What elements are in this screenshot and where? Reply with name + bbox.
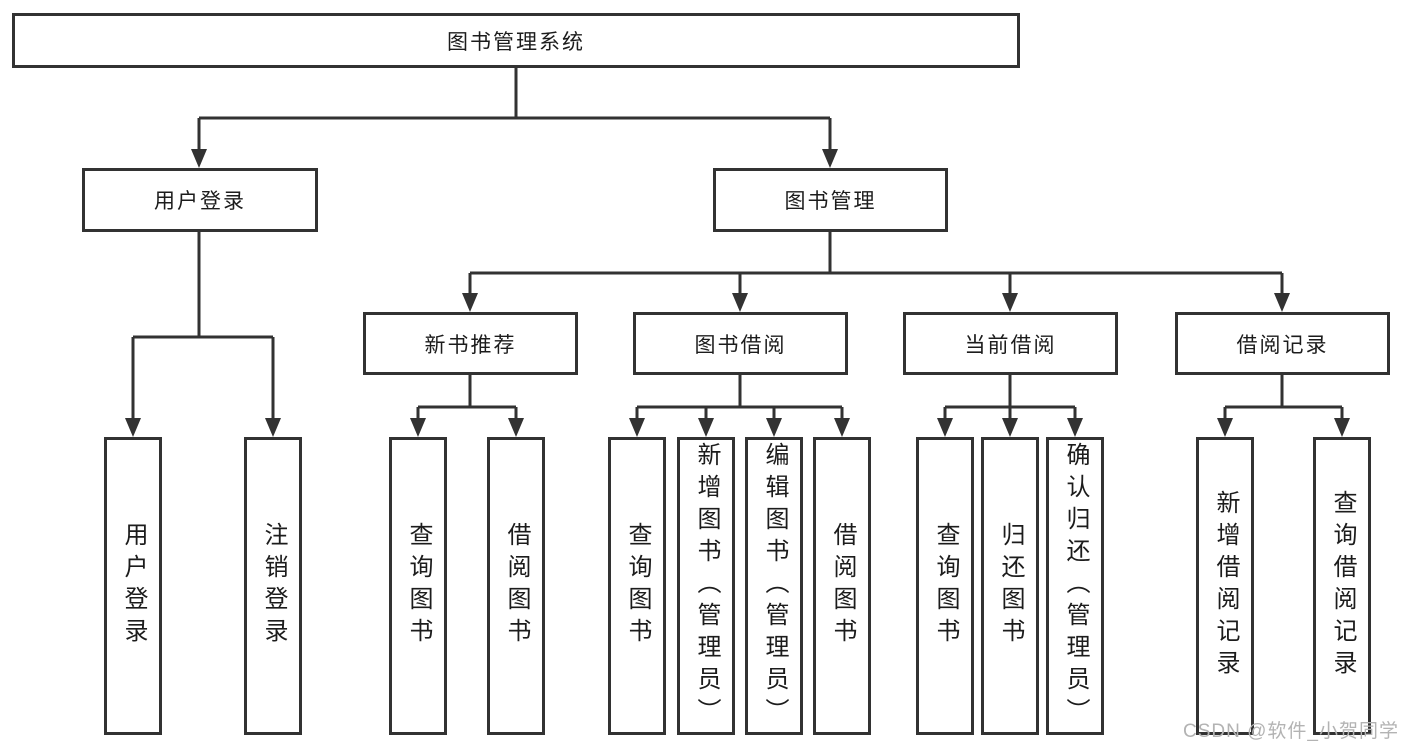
leaf-query-books-borrow: 查询图书 <box>608 437 666 735</box>
node-borrowing-records: 借阅记录 <box>1175 312 1390 375</box>
node-label: 图书管理 <box>784 190 877 213</box>
node-label: 用户登录 <box>154 190 246 213</box>
node-library-management-system: 图书管理系统 <box>12 13 1020 68</box>
node-label: 当前借阅 <box>964 333 1057 357</box>
leaf-confirm-return-admin: 确认归还（管理员） <box>1046 437 1104 735</box>
leaf-user-login: 用户登录 <box>104 437 162 735</box>
node-label: 借阅记录 <box>1236 333 1329 357</box>
node-label: 图书借阅 <box>694 333 787 357</box>
leaf-borrow-books-recommend: 借阅图书 <box>487 437 545 735</box>
leaf-add-borrow-record: 新增借阅记录 <box>1196 437 1254 735</box>
node-new-book-recommendation: 新书推荐 <box>363 312 578 375</box>
node-current-borrowing: 当前借阅 <box>903 312 1118 375</box>
leaf-query-books-current: 查询图书 <box>916 437 974 735</box>
leaf-add-books-admin: 新增图书（管理员） <box>677 437 735 735</box>
node-label: 图书管理系统 <box>447 30 585 54</box>
leaf-borrow-books: 借阅图书 <box>813 437 871 735</box>
leaf-return-books: 归还图书 <box>981 437 1039 735</box>
leaf-query-books-recommend: 查询图书 <box>389 437 447 735</box>
csdn-watermark: CSDN @软件_小贺同学 <box>1183 721 1399 742</box>
arrowheads <box>125 149 1350 437</box>
node-label: 新书推荐 <box>424 333 517 357</box>
node-user-login: 用户登录 <box>82 168 318 232</box>
node-book-borrowing: 图书借阅 <box>633 312 848 375</box>
leaf-logout: 注销登录 <box>244 437 302 735</box>
node-book-management: 图书管理 <box>713 168 948 232</box>
leaf-edit-books-admin: 编辑图书（管理员） <box>745 437 803 735</box>
leaf-query-borrow-record: 查询借阅记录 <box>1313 437 1371 735</box>
